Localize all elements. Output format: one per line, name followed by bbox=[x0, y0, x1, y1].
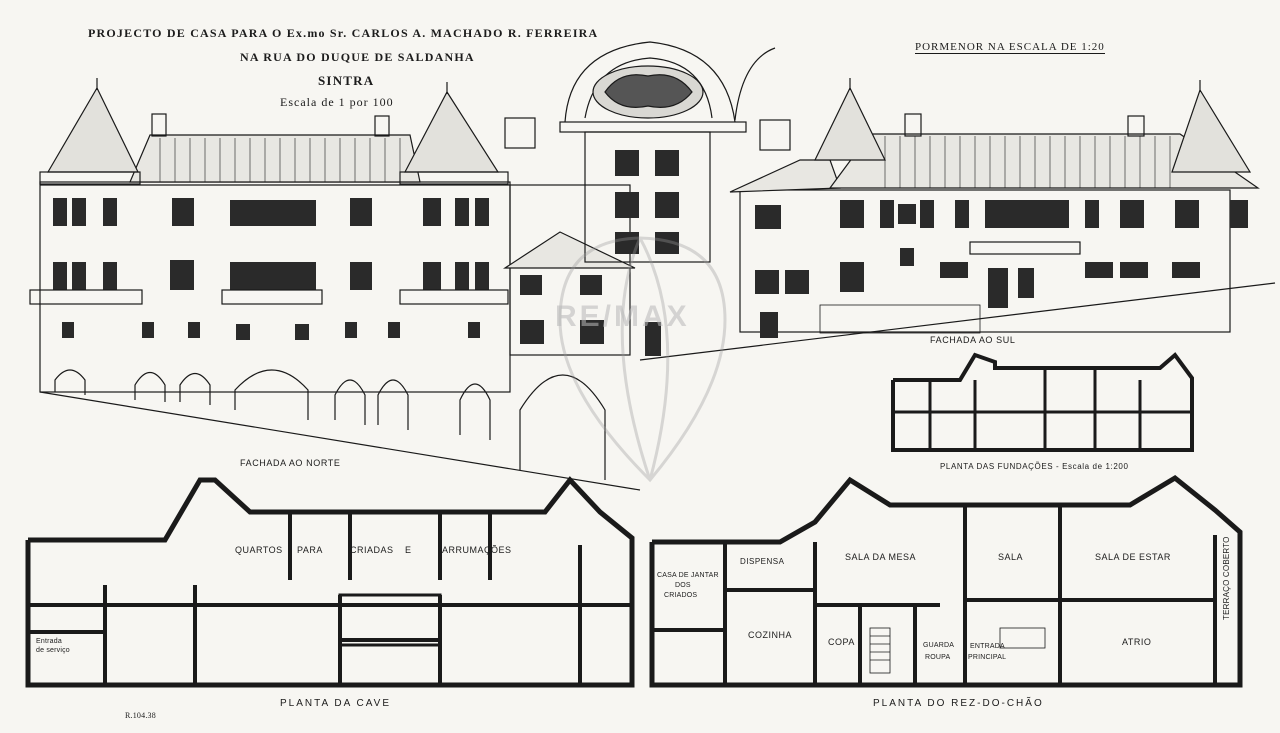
ground-room-sitting: SALA DE ESTAR bbox=[1095, 552, 1171, 562]
watermark-balloon bbox=[558, 236, 727, 483]
project-title-line1: PROJECTO DE CASA PARA O Ex.mo Sr. CARLOS… bbox=[88, 26, 599, 40]
ground-room-main-entrance-1: ENTRADA bbox=[970, 643, 1005, 650]
ground-room-dining-hall: SALA DA MESA bbox=[845, 552, 917, 562]
cellar-service: de serviço bbox=[36, 647, 70, 654]
north-facade-drawing bbox=[29, 78, 661, 491]
ground-room-scullery: COPA bbox=[828, 637, 855, 647]
cellar-room-para: PARA bbox=[297, 545, 323, 555]
foundations-caption: PLANTA DAS FUNDAÇÕES - Escala de 1:200 bbox=[940, 462, 1129, 471]
project-title-line2: NA RUA DO DUQUE DE SALDANHA bbox=[240, 50, 475, 64]
ground-room-pantry: DISPENSA bbox=[740, 557, 785, 566]
ground-room-covered-terrace: TERRAÇO COBERTO bbox=[1222, 536, 1231, 620]
ground-floor-plan-drawing bbox=[649, 474, 1243, 688]
portal-detail-drawing bbox=[559, 41, 776, 263]
cellar-entrance: Entrada bbox=[36, 638, 62, 645]
south-facade-caption: FACHADA AO SUL bbox=[930, 335, 1016, 345]
ground-room-atrium: ATRIO bbox=[1122, 637, 1152, 647]
signature: R.104.38 bbox=[125, 711, 156, 720]
ground-room-kitchen: COZINHA bbox=[748, 630, 792, 640]
watermark-text: RE/MAX bbox=[555, 300, 690, 333]
south-facade-drawing bbox=[639, 78, 1276, 361]
detail-scale-note: PORMENOR NA ESCALA DE 1:20 bbox=[915, 41, 1105, 54]
ground-room-servants-dining-1: CASA DE JANTAR bbox=[657, 572, 719, 579]
foundations-plan-drawing bbox=[891, 352, 1194, 452]
ground-room-living: SALA bbox=[998, 552, 1024, 562]
drawing-scale: Escala de 1 por 100 bbox=[280, 95, 394, 109]
cellar-room-e: E bbox=[405, 545, 412, 555]
ground-room-main-entrance-2: PRINCIPAL bbox=[968, 654, 1007, 661]
ground-room-servants-dining-3: CRIADOS bbox=[664, 592, 698, 599]
ground-room-wardrobe-1: GUARDA bbox=[923, 642, 955, 649]
ground-room-wardrobe-2: ROUPA bbox=[925, 654, 951, 661]
north-facade-caption: FACHADA AO NORTE bbox=[240, 458, 341, 468]
cellar-room-arrumacoes: ARRUMAÇÕES bbox=[442, 545, 512, 555]
cellar-plan-drawing bbox=[25, 476, 635, 688]
cellar-room-quartos: QUARTOS bbox=[235, 545, 283, 555]
cellar-room-criadas: CRIADAS bbox=[350, 545, 394, 555]
cellar-caption: PLANTA DA CAVE bbox=[280, 698, 391, 709]
ground-room-servants-dining-2: DOS bbox=[675, 582, 691, 589]
project-title-line3: SINTRA bbox=[318, 73, 375, 88]
ground-floor-caption: PLANTA DO REZ-DO-CHÃO bbox=[873, 698, 1044, 709]
